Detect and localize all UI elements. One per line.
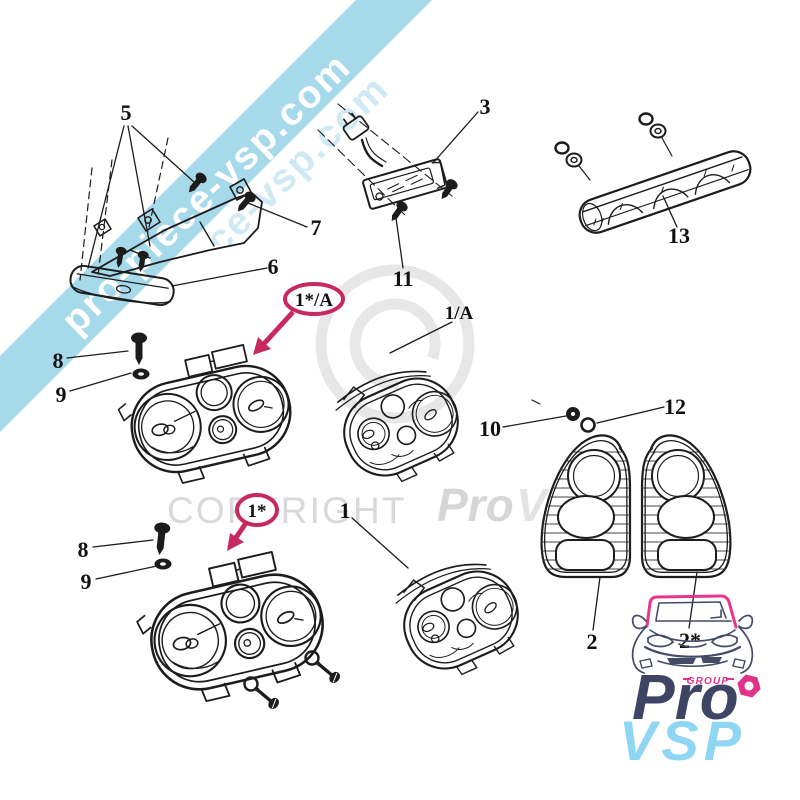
- svg-text:Pro: Pro: [632, 661, 739, 733]
- svg-text:VSP: VSP: [619, 709, 746, 772]
- svg-text:8: 8: [78, 537, 89, 562]
- svg-text:12: 12: [664, 394, 686, 419]
- svg-text:Pro: Pro: [437, 479, 514, 531]
- svg-text:2: 2: [587, 629, 598, 654]
- svg-text:8: 8: [53, 348, 64, 373]
- svg-text:13: 13: [668, 223, 690, 248]
- svg-text:1*/A: 1*/A: [295, 290, 333, 311]
- svg-text:7: 7: [311, 215, 322, 240]
- svg-text:6: 6: [268, 254, 279, 279]
- svg-text:9: 9: [81, 569, 92, 594]
- svg-text:5: 5: [121, 100, 132, 125]
- svg-text:11: 11: [393, 266, 414, 291]
- svg-text:1*: 1*: [248, 501, 267, 522]
- svg-text:1: 1: [340, 498, 351, 523]
- svg-text:10: 10: [479, 416, 501, 441]
- svg-text:3: 3: [480, 94, 491, 119]
- svg-text:COPYRIGHT: COPYRIGHT: [167, 490, 407, 531]
- svg-text:9: 9: [56, 382, 67, 407]
- svg-text:1/A: 1/A: [445, 303, 474, 324]
- svg-text:GROUP: GROUP: [687, 676, 730, 687]
